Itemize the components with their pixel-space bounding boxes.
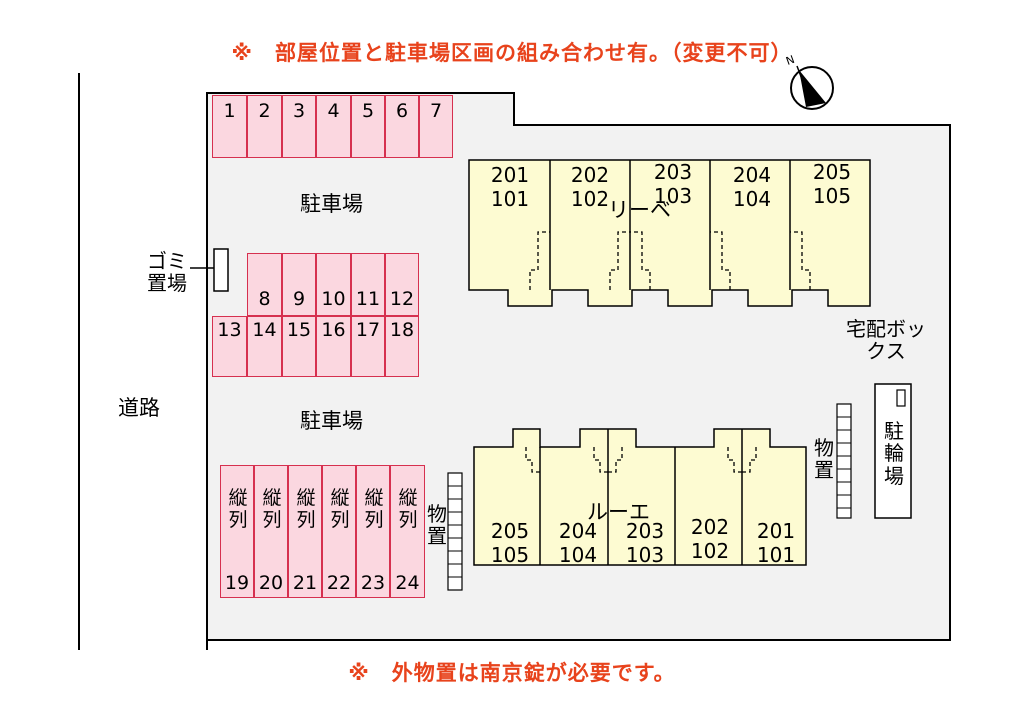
parking-space-8: 8 — [247, 253, 282, 316]
storage-left-label: 物置 — [427, 502, 447, 549]
unit-lower-1: 205 105 — [480, 519, 540, 567]
unit-number-1f: 104 — [558, 543, 598, 567]
bottom-note: ※ 外物置は南京錠が必要です。 — [348, 661, 676, 685]
entrance-outlines-upper — [529, 231, 811, 290]
parking-space-14: 14 — [247, 316, 282, 377]
unit-number-2f: 205 — [812, 160, 852, 184]
parking-space-20: 縦列 20 — [254, 465, 288, 598]
parking-space-24: 縦列 24 — [390, 465, 425, 598]
parking-space-13: 13 — [212, 316, 247, 377]
unit-upper-4: 204 104 — [722, 163, 782, 211]
parking-space-16: 16 — [316, 316, 351, 377]
unit-number-1f: 102 — [570, 187, 610, 211]
unit-number-2f: 201 — [490, 163, 530, 187]
unit-number-2f: 203 — [625, 519, 665, 543]
parking-space-19: 縦列 19 — [220, 465, 254, 598]
parking-space-23: 縦列 23 — [356, 465, 390, 598]
parking-space-2: 2 — [247, 95, 282, 158]
unit-number-1f: 104 — [732, 187, 772, 211]
parking-label-upper: 駐車場 — [300, 192, 363, 216]
building-lower-name: ルーエ — [587, 500, 650, 524]
unit-number-1f: 103 — [653, 184, 693, 208]
parking-space-22: 縦列 22 — [322, 465, 356, 598]
unit-upper-5: 205 105 — [802, 160, 862, 208]
unit-number-2f: 203 — [653, 160, 693, 184]
unit-number-2f: 204 — [732, 163, 772, 187]
delivery-box-label: 宅配ボックス — [846, 317, 926, 364]
parking-space-3: 3 — [282, 95, 316, 158]
unit-upper-1: 201 101 — [480, 163, 540, 211]
unit-lower-5: 201 101 — [746, 519, 806, 567]
building-upper-name: リーベ — [608, 198, 671, 222]
unit-lower-2: 204 104 — [548, 519, 608, 567]
road-label: 道路 — [118, 396, 160, 420]
parking-space-7: 7 — [419, 95, 453, 158]
unit-number-1f: 105 — [490, 543, 530, 567]
parking-space-10: 10 — [316, 253, 351, 316]
unit-lower-3: 203 103 — [615, 519, 675, 567]
unit-number-1f: 101 — [490, 187, 530, 211]
parking-space-6: 6 — [385, 95, 419, 158]
unit-number-1f: 103 — [625, 543, 665, 567]
entrance-outlines-lower — [525, 447, 757, 473]
parking-space-21: 縦列 21 — [288, 465, 322, 598]
unit-number-2f: 202 — [690, 515, 730, 539]
storage-left — [447, 472, 463, 591]
unit-number-1f: 101 — [756, 543, 796, 567]
parking-space-11: 11 — [351, 253, 385, 316]
unit-number-1f: 102 — [690, 539, 730, 563]
storage-right-label: 物置 — [814, 436, 834, 483]
delivery-box-marker — [896, 389, 906, 407]
parking-label-lower: 駐車場 — [300, 409, 363, 433]
building-lower — [473, 428, 807, 566]
parking-space-12: 12 — [385, 253, 419, 316]
unit-upper-3: 203 103 — [643, 160, 703, 208]
unit-lower-4: 202 102 — [680, 515, 740, 563]
compass-icon — [790, 65, 834, 110]
top-note: ※ 部屋位置と駐車場区画の組み合わせ有。（変更不可） — [231, 41, 793, 65]
parking-space-1: 1 — [212, 95, 247, 158]
parking-space-4: 4 — [316, 95, 351, 158]
garbage-label: ゴミ置場 — [147, 249, 187, 296]
unit-number-2f: 205 — [490, 519, 530, 543]
parking-space-15: 15 — [282, 316, 316, 377]
parking-space-18: 18 — [385, 316, 419, 377]
building-upper-outline — [468, 159, 871, 307]
unit-number-2f: 201 — [756, 519, 796, 543]
storage-right — [836, 403, 852, 519]
building-upper — [468, 159, 871, 307]
unit-upper-2: 202 102 — [560, 163, 620, 211]
unit-number-2f: 204 — [558, 519, 598, 543]
parking-space-17: 17 — [351, 316, 385, 377]
unit-number-2f: 202 — [570, 163, 610, 187]
unit-number-1f: 105 — [812, 184, 852, 208]
garbage-box — [213, 248, 229, 292]
building-lower-outline — [473, 428, 807, 566]
bicycle-parking-label: 駐輪場 — [884, 419, 904, 488]
parking-space-9: 9 — [282, 253, 316, 316]
parking-space-5: 5 — [351, 95, 385, 158]
